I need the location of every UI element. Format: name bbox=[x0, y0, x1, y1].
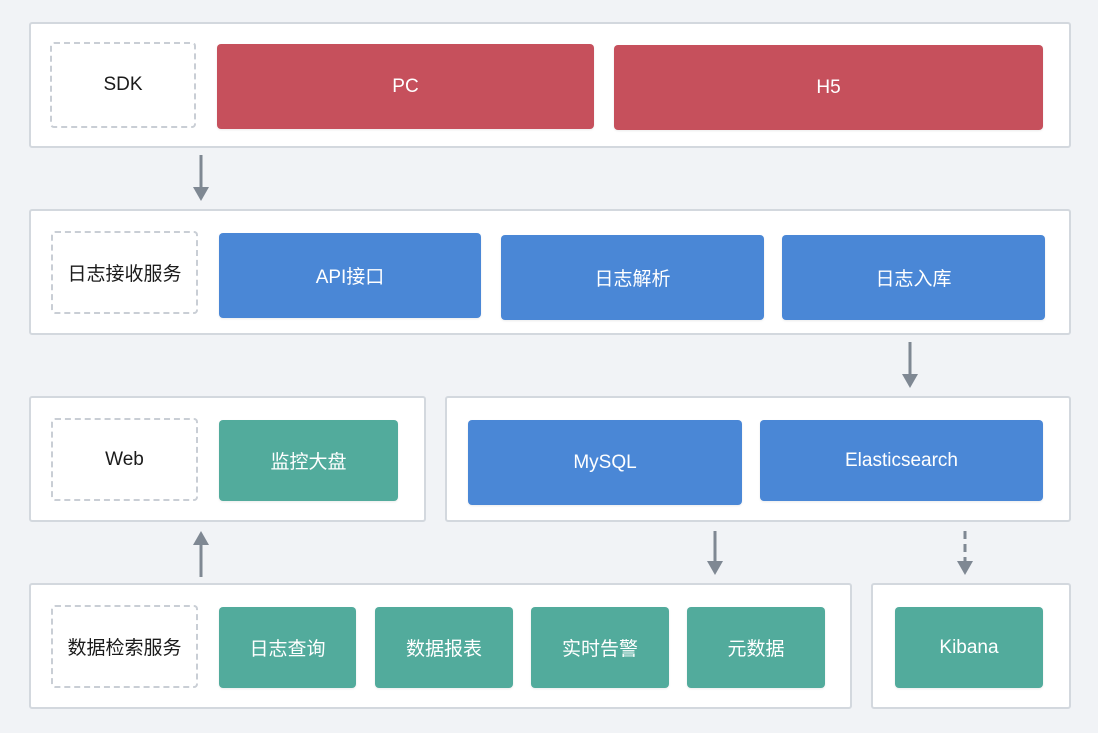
pc-block: PC bbox=[217, 44, 594, 129]
realtime-alert-block: 实时告警 bbox=[531, 607, 669, 688]
sdk-label: SDK bbox=[50, 42, 196, 128]
log-store-block: 日志入库 bbox=[782, 235, 1045, 320]
log-service-label: 日志接收服务 bbox=[51, 231, 198, 314]
dashboard-block: 监控大盘 bbox=[219, 420, 398, 501]
dashed-arrow-down-icon bbox=[957, 531, 973, 575]
log-query-block: 日志查询 bbox=[219, 607, 356, 688]
log-parse-block: 日志解析 bbox=[501, 235, 764, 320]
api-block: API接口 bbox=[219, 233, 481, 318]
h5-block: H5 bbox=[614, 45, 1043, 130]
web-label: Web bbox=[51, 418, 198, 501]
arrow-down-icon bbox=[193, 155, 209, 201]
arrow-up-icon bbox=[193, 531, 209, 577]
elasticsearch-block: Elasticsearch bbox=[760, 420, 1043, 501]
kibana-block: Kibana bbox=[895, 607, 1043, 688]
search-service-label: 数据检索服务 bbox=[51, 605, 198, 688]
arrow-down-icon bbox=[902, 342, 918, 388]
arrow-down-icon bbox=[707, 531, 723, 575]
metadata-block: 元数据 bbox=[687, 607, 825, 688]
mysql-block: MySQL bbox=[468, 420, 742, 505]
data-report-block: 数据报表 bbox=[375, 607, 513, 688]
